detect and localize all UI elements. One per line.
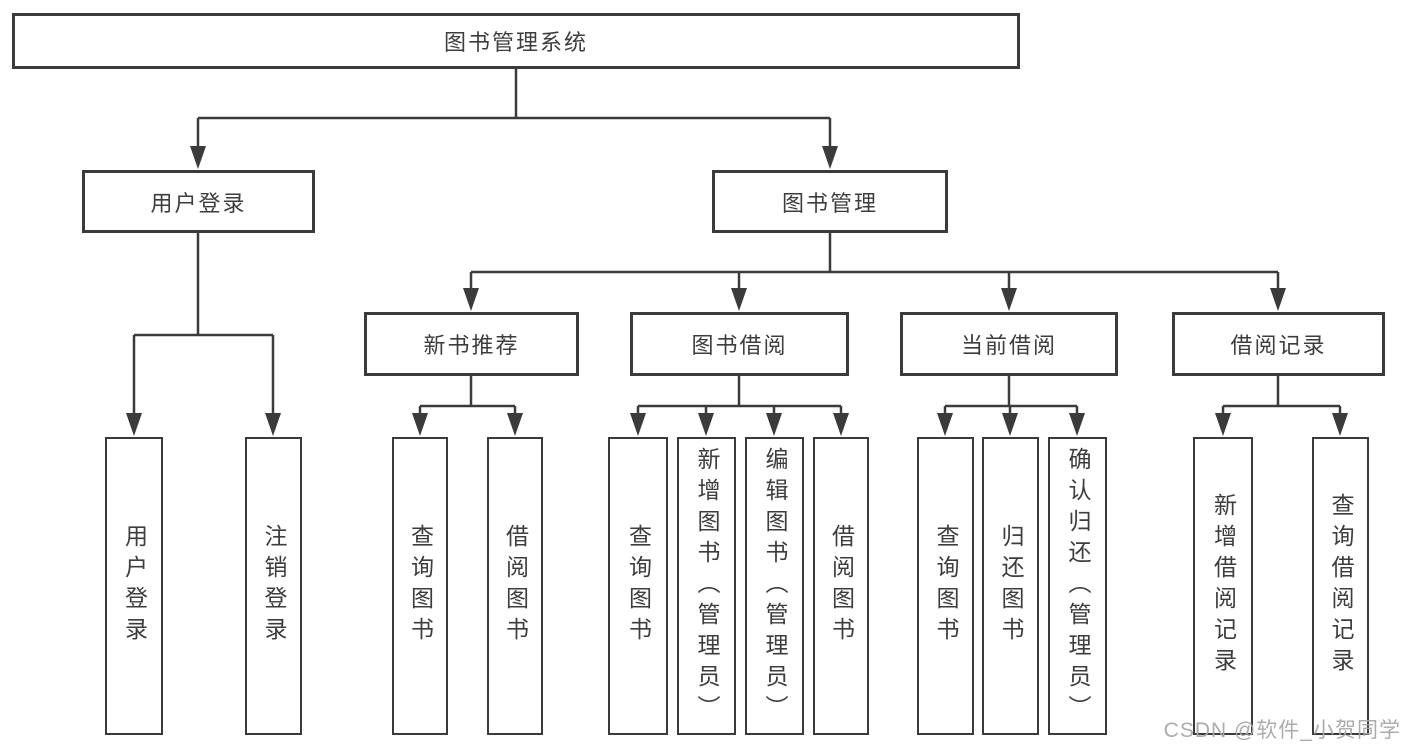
leaf-newbook-query-books-label: 查询图书 — [407, 524, 434, 648]
node-book-management: 图书管理 — [712, 170, 948, 233]
leaf-borrow-borrow-books: 借阅图书 — [813, 437, 869, 735]
leaf-current-return-books-label: 归还图书 — [998, 524, 1024, 648]
leaf-current-query-books: 查询图书 — [917, 437, 974, 735]
leaf-borrow-edit-books-label: 编辑图书（管理员） — [762, 446, 788, 726]
node-user-login: 用户登录 — [82, 170, 315, 233]
leaf-borrow-add-books: 新增图书（管理员） — [677, 437, 736, 735]
leaf-user-login: 用户登录 — [105, 437, 163, 735]
leaf-logout: 注销登录 — [245, 437, 302, 735]
leaf-logout-label: 注销登录 — [261, 524, 287, 648]
leaf-borrow-edit-books: 编辑图书（管理员） — [745, 437, 804, 735]
leaf-borrow-query-books: 查询图书 — [608, 437, 668, 735]
leaf-records-add-record: 新增借阅记录 — [1193, 437, 1253, 735]
node-library-system: 图书管理系统 — [12, 13, 1020, 69]
node-current-borrow: 当前借阅 — [900, 312, 1118, 376]
node-borrow-records: 借阅记录 — [1172, 312, 1385, 376]
node-new-book-recommend: 新书推荐 — [364, 312, 579, 376]
leaf-current-confirm-return-label: 确认归还（管理员） — [1065, 446, 1091, 726]
leaf-borrow-query-books-label: 查询图书 — [625, 524, 652, 648]
arrowheads — [126, 146, 1348, 436]
leaf-user-login-label: 用户登录 — [121, 524, 148, 648]
leaf-newbook-borrow-books: 借阅图书 — [487, 437, 543, 735]
leaf-newbook-query-books: 查询图书 — [392, 437, 448, 735]
leaf-newbook-borrow-books-label: 借阅图书 — [502, 524, 529, 648]
leaf-borrow-add-books-label: 新增图书（管理员） — [694, 446, 720, 726]
leaf-current-return-books: 归还图书 — [982, 437, 1039, 735]
node-book-borrow: 图书借阅 — [630, 312, 849, 376]
leaf-current-confirm-return: 确认归还（管理员） — [1048, 437, 1107, 735]
leaf-records-query-record-label: 查询借阅记录 — [1328, 493, 1354, 679]
leaf-current-query-books-label: 查询图书 — [933, 524, 959, 648]
leaf-borrow-borrow-books-label: 借阅图书 — [828, 524, 855, 648]
leaf-records-add-record-label: 新增借阅记录 — [1210, 493, 1237, 679]
watermark-text: CSDN @软件_小贺同学 — [1163, 719, 1401, 742]
leaf-records-query-record: 查询借阅记录 — [1312, 437, 1369, 735]
